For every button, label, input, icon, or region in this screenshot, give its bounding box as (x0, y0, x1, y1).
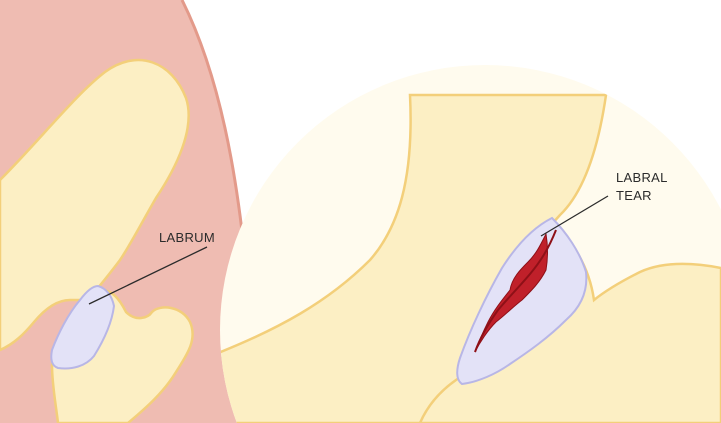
labral-tear-label-line1: LABRAL (616, 170, 668, 185)
left-panel (0, 0, 256, 423)
labral-tear-label-line2: TEAR (616, 188, 652, 203)
labrum-label: LABRUM (159, 230, 215, 245)
